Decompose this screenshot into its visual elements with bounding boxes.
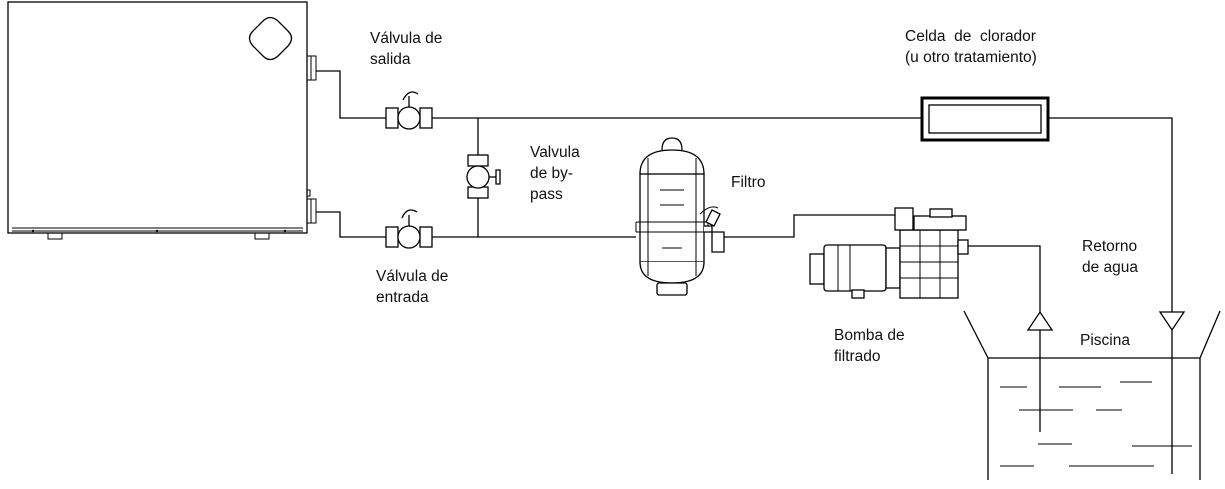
pool-label: Piscina [1080, 332, 1130, 349]
inlet-valve-label: Válvula de entrada [376, 268, 449, 306]
outlet-valve-label: Válvula de salida [370, 30, 443, 68]
chlorinator-label: Celda de clorador (u otro tratamiento) [905, 28, 1037, 66]
pump-label: Bomba de filtrado [834, 327, 905, 365]
unit-logo-icon [248, 16, 293, 61]
filter-icon [635, 137, 725, 296]
bypass-valve-icon [466, 154, 501, 199]
filtration-pump-icon [809, 207, 969, 299]
bypass-valve-label: Valvula de by- pass [530, 144, 580, 203]
outlet-valve-icon [385, 91, 433, 130]
inlet-valve-icon [385, 209, 433, 249]
chlorinator-cell-icon [920, 96, 1050, 142]
filter-label: Filtro [731, 174, 766, 191]
heat-pump-unit [7, 1, 317, 240]
water-return-label: Retorno de agua [1082, 238, 1139, 276]
pool-icon [963, 310, 1221, 480]
piping [316, 70, 1173, 432]
